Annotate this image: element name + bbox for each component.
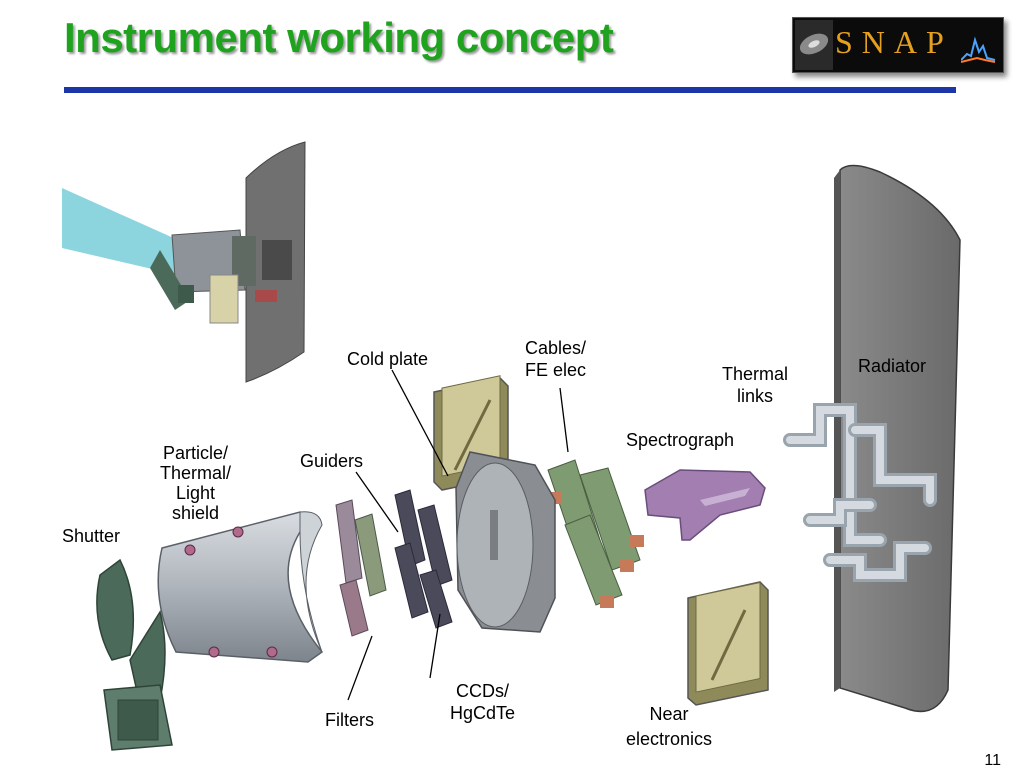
cables-fe-elec	[547, 459, 644, 608]
spectrograph-label: Spectrograph	[626, 430, 735, 450]
page-number: 11	[984, 752, 1001, 769]
snap-logo: SNAP	[792, 17, 1004, 73]
spectrograph	[644, 469, 766, 541]
logo-spiral-icon	[795, 20, 833, 70]
shutter-label: Shutter	[62, 526, 121, 546]
guiders-label: Guiders	[300, 451, 364, 471]
thermal-links-label: Thermal links	[722, 364, 789, 406]
particle-shield	[157, 511, 324, 663]
assembled-instrument	[62, 141, 306, 383]
cables-label: Cables/ FE elec	[525, 338, 587, 380]
radiator-label: Radiator	[858, 356, 927, 376]
cold-plate	[455, 451, 556, 633]
logo-spectrum-icon	[961, 36, 996, 63]
ccds-label: CCDs/ HgCdTe	[450, 681, 516, 723]
particle-shield-label: Particle/ Thermal/ Light shield	[160, 443, 232, 523]
thermal-links	[783, 403, 937, 582]
cold-plate-label: Cold plate	[347, 349, 429, 369]
title-rule	[64, 87, 956, 93]
filter-array	[335, 499, 387, 637]
ccd-array	[394, 489, 453, 629]
filters-label: Filters	[325, 710, 374, 730]
shutter	[96, 558, 173, 751]
leader-lines	[347, 369, 569, 701]
logo-text: SNAP	[835, 24, 953, 60]
near-electronics-label: Near electronics	[626, 704, 713, 749]
page-title: Instrument working concept	[64, 14, 614, 61]
near-electronics-box	[687, 581, 769, 706]
